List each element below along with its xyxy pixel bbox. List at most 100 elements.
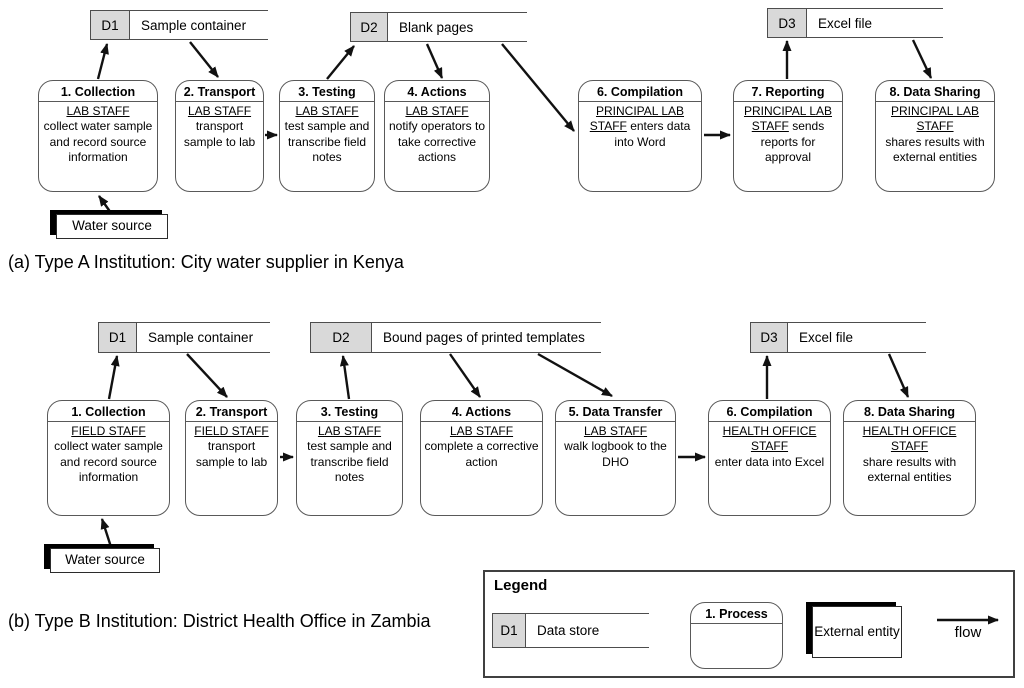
flow-arrow — [339, 355, 351, 400]
datastore-label: Data store — [537, 623, 600, 638]
flow-arrow — [449, 353, 481, 398]
datastore-label: Excel file — [818, 15, 873, 31]
flow-arrow — [100, 518, 113, 548]
flow-arrow — [98, 195, 112, 214]
legend-flow-arrow — [937, 615, 999, 625]
flow-arrow — [186, 353, 228, 398]
process-desc: notify operators to take corrective acti… — [388, 119, 486, 165]
process-actor: LAB STAFF — [66, 104, 130, 118]
process-actor: LAB STAFF — [295, 104, 359, 118]
external-entity-label: Water source — [72, 218, 152, 234]
process-a-actions: 4. Actions LAB STAFF notify operators to… — [384, 80, 490, 192]
process-actor: HEALTH OFFICE STAFF — [722, 424, 817, 454]
datastore-label: Sample container — [141, 17, 247, 33]
process-actor: PRINCIPAL LAB STAFF — [743, 104, 833, 134]
process-actor: FIELD STAFF — [194, 424, 269, 438]
external-entity-label: Water source — [65, 552, 145, 568]
datastore-b-d3: D3 Excel file — [750, 322, 926, 353]
process-a-reporting: 7. Reporting PRINCIPAL LAB STAFF sends r… — [733, 80, 843, 192]
process-desc: share results with external entities — [862, 454, 957, 485]
legend-datastore-sample: D1 Data store — [492, 613, 649, 648]
process-title: 1. Process — [691, 603, 782, 624]
process-title: 4. Actions — [421, 401, 542, 422]
flow-arrow — [107, 355, 120, 400]
process-title: 8. Data Sharing — [844, 401, 975, 422]
process-desc: transport sample to lab — [183, 119, 256, 149]
caption-type-a: (a) Type A Institution: City water suppl… — [8, 252, 404, 272]
process-desc: sends reports for approval — [760, 119, 825, 165]
datastore-id: D3 — [767, 9, 807, 37]
process-title: 6. Compilation — [709, 401, 830, 422]
datastore-a-d2: D2 Blank pages — [350, 12, 527, 42]
process-a-data-sharing: 8. Data Sharing PRINCIPAL LAB STAFF shar… — [875, 80, 995, 192]
caption-type-b: (b) Type B Institution: District Health … — [8, 611, 431, 631]
legend-process-sample: 1. Process — [690, 602, 783, 669]
datastore-label: Sample container — [148, 330, 254, 345]
external-entity-water-source-a: Water source — [56, 214, 168, 239]
process-a-transport: 2. Transport LAB STAFF transport sample … — [175, 80, 264, 192]
process-actor: LAB STAFF — [449, 424, 514, 438]
datastore-id: D1 — [492, 614, 526, 647]
process-desc: enters data into Word — [614, 119, 691, 149]
process-desc: test sample and transcribe field notes — [284, 119, 370, 165]
process-actor: LAB STAFF — [317, 424, 382, 438]
process-a-collection: 1. Collection LAB STAFF collect water sa… — [38, 80, 158, 192]
process-title: 8. Data Sharing — [876, 81, 994, 102]
legend-title: Legend — [494, 577, 548, 594]
process-desc: collect water sample and record source i… — [54, 439, 163, 485]
process-desc: transport sample to lab — [195, 439, 268, 469]
process-desc: shares results with external entities — [885, 134, 985, 165]
datastore-label: Bound pages of printed templates — [383, 330, 585, 345]
process-actor: HEALTH OFFICE STAFF — [862, 424, 957, 454]
process-a-testing: 3. Testing LAB STAFF test sample and tra… — [279, 80, 375, 192]
process-title: 7. Reporting — [734, 81, 842, 102]
process-title: 4. Actions — [385, 81, 489, 102]
process-title: 1. Collection — [39, 81, 157, 102]
flow-arrow — [887, 353, 910, 398]
process-actor: LAB STAFF — [187, 104, 252, 118]
datastore-b-d2: D2 Bound pages of printed templates — [310, 322, 601, 353]
process-actor: PRINCIPAL LAB STAFF — [589, 104, 685, 134]
flow-arrow — [537, 352, 613, 398]
flow-arrow — [911, 39, 933, 79]
process-b-testing: 3. Testing LAB STAFF test sample and tra… — [296, 400, 403, 516]
process-desc: test sample and transcribe field notes — [307, 439, 392, 485]
process-title: 3. Testing — [297, 401, 402, 422]
legend-flow-label: flow — [954, 624, 982, 641]
datastore-id: D2 — [310, 323, 372, 352]
datastore-b-d1: D1 Sample container — [98, 322, 270, 353]
process-b-transport: 2. Transport FIELD STAFF transport sampl… — [185, 400, 278, 516]
process-desc: enter data into Excel — [714, 454, 825, 469]
process-b-data-transfer: 5. Data Transfer LAB STAFF walk logbook … — [555, 400, 676, 516]
flow-arrow — [501, 43, 575, 132]
process-a-compilation: 6. Compilation PRINCIPAL LAB STAFF enter… — [578, 80, 702, 192]
datastore-id: D3 — [750, 323, 788, 352]
process-actor: FIELD STAFF — [71, 424, 146, 438]
datastore-label: Blank pages — [399, 19, 474, 35]
process-desc: complete a corrective action — [424, 439, 539, 469]
process-actor: LAB STAFF — [583, 424, 648, 438]
datastore-label: Excel file — [799, 330, 854, 345]
process-title: 2. Transport — [176, 81, 263, 102]
datastore-id: D1 — [90, 11, 130, 39]
flow-arrow — [96, 43, 109, 80]
process-title: 3. Testing — [280, 81, 374, 102]
datastore-id: D2 — [350, 13, 388, 41]
process-b-data-sharing: 8. Data Sharing HEALTH OFFICE STAFF shar… — [843, 400, 976, 516]
process-title: 1. Collection — [48, 401, 169, 422]
external-entity-water-source-b: Water source — [50, 548, 160, 573]
datastore-a-d3: D3 Excel file — [767, 8, 943, 38]
datastore-a-d1: D1 Sample container — [90, 10, 268, 40]
flow-arrow — [189, 41, 219, 78]
datastore-id: D1 — [98, 323, 137, 352]
process-desc: collect water sample and record source i… — [43, 119, 153, 165]
process-title: 2. Transport — [186, 401, 277, 422]
external-entity-label: External entity — [814, 623, 900, 639]
legend-external-entity-sample: External entity — [812, 606, 902, 658]
process-title: 6. Compilation — [579, 81, 701, 102]
process-b-compilation: 6. Compilation HEALTH OFFICE STAFF enter… — [708, 400, 831, 516]
flow-arrow — [326, 45, 355, 80]
process-desc: walk logbook to the DHO — [564, 439, 667, 469]
